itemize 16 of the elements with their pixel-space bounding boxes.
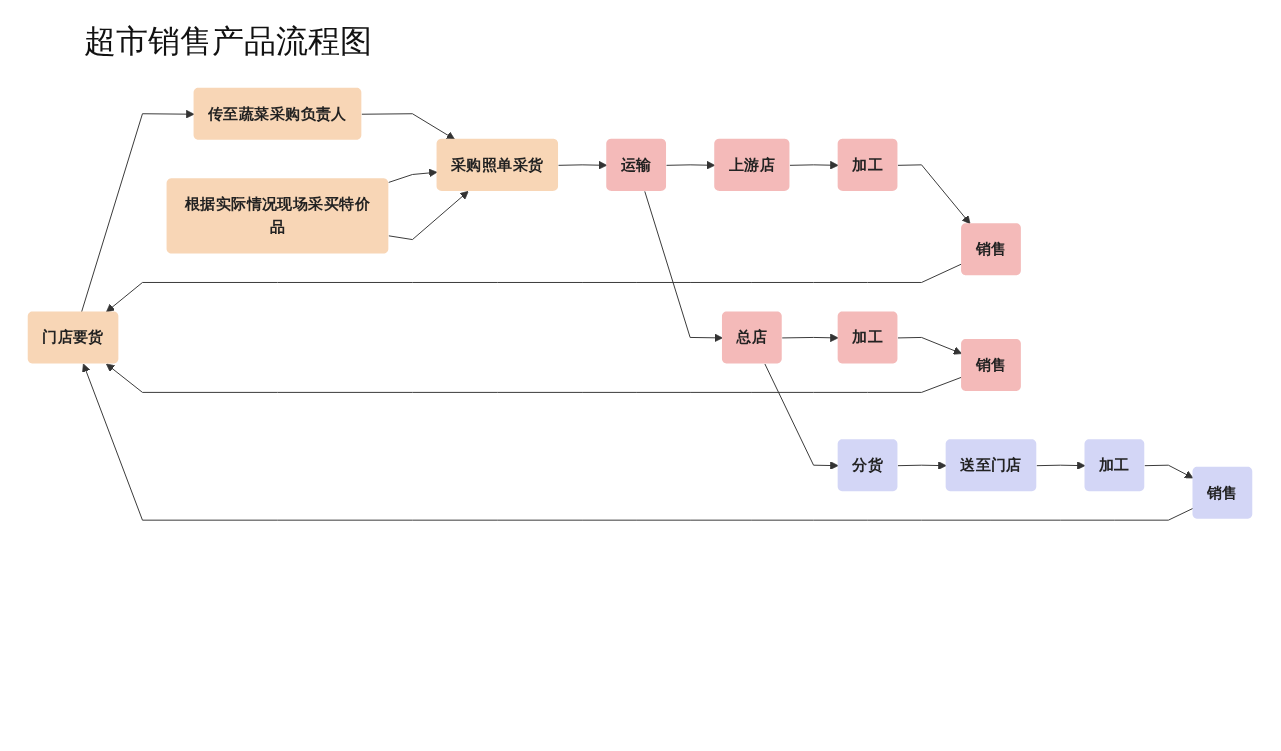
node-box: 销售: [1192, 466, 1253, 519]
node-box: 总店: [721, 311, 782, 364]
node-box: 运输: [606, 138, 667, 191]
node-box: 分货: [837, 439, 898, 492]
node-box: 上游店: [714, 138, 790, 191]
node-box: 采购照单采货: [436, 138, 559, 191]
diagram-title: 超市销售产品流程图: [84, 21, 372, 62]
node-box: 送至门店: [945, 439, 1037, 492]
node-box: 加工: [837, 138, 898, 191]
node-box: 加工: [837, 311, 898, 364]
node-box: 加工: [1084, 439, 1145, 492]
node-box: 销售: [961, 338, 1021, 391]
node-box: 销售: [961, 223, 1021, 276]
node-box: 根据实际情况现场采买特价品: [166, 178, 389, 254]
node-box: 门店要货: [27, 311, 119, 364]
node-box: 传至蔬菜采购负责人: [193, 87, 362, 140]
